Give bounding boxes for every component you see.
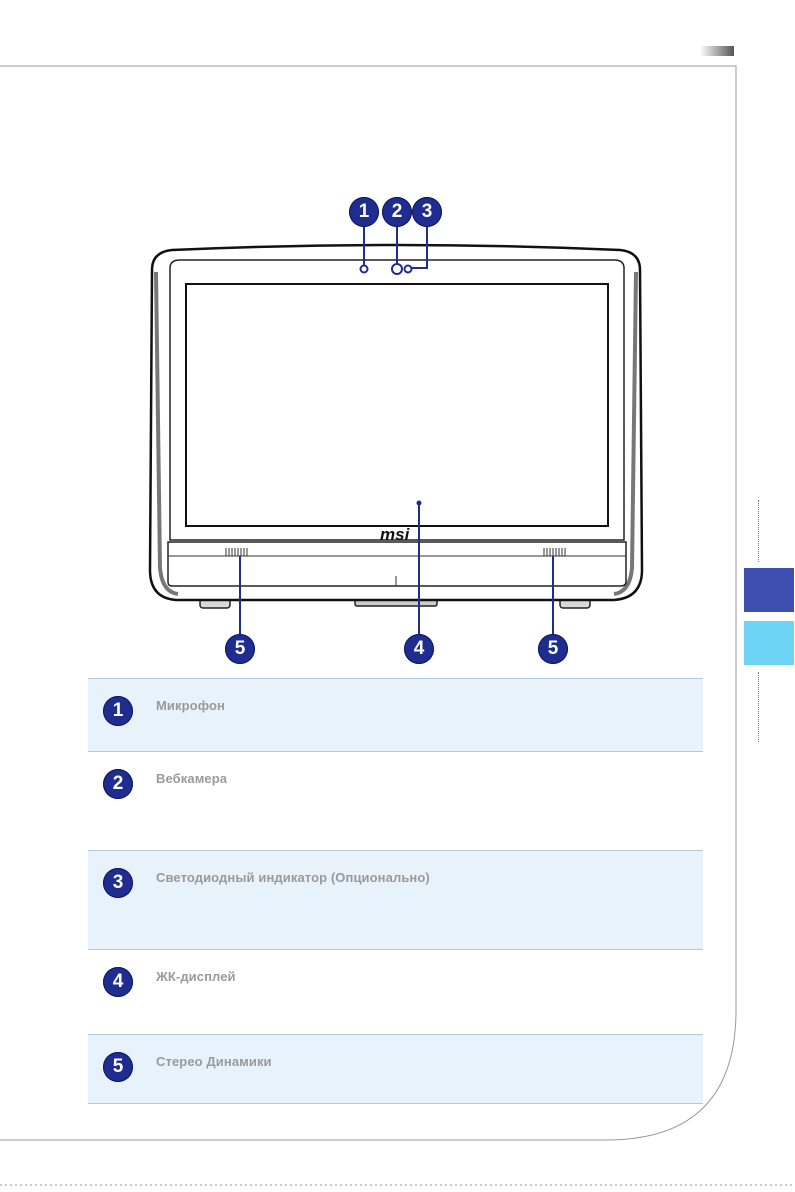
legend-label: Стерео Динамики: [156, 1054, 272, 1069]
callout-badge-5-left: 5: [225, 634, 255, 664]
legend-row-microphone: 1 Микрофон: [88, 678, 703, 752]
callout-badge-1: 1: [349, 197, 379, 227]
msi-logo: msi: [380, 525, 411, 544]
legend-row-stereo-speakers: 5 Стерео Динамики: [88, 1034, 703, 1104]
legend-row-lcd-display: 4 ЖК-дисплей: [88, 949, 703, 1035]
legend-badge: 5: [103, 1052, 133, 1082]
margin-dotted-line: [758, 672, 759, 742]
legend-label: Светодиодный индикатор (Опционально): [156, 870, 430, 885]
legend-label: Микрофон: [156, 698, 225, 713]
callout-badge-5-right: 5: [538, 634, 568, 664]
callout-badge-2: 2: [382, 197, 412, 227]
legend-badge: 4: [103, 967, 133, 997]
legend-row-webcam: 2 Вебкамера: [88, 751, 703, 851]
monitor-front-view: msi: [0, 0, 795, 680]
legend-label: Вебкамера: [156, 771, 227, 786]
legend-label: ЖК-дисплей: [156, 969, 236, 984]
legend-badge: 2: [103, 769, 133, 799]
legend-badge: 1: [103, 696, 133, 726]
legend-row-led-indicator: 3 Светодиодный индикатор (Опционально): [88, 850, 703, 950]
legend-badge: 3: [103, 868, 133, 898]
callout-badge-3: 3: [412, 197, 442, 227]
callout-badge-4: 4: [404, 634, 434, 664]
